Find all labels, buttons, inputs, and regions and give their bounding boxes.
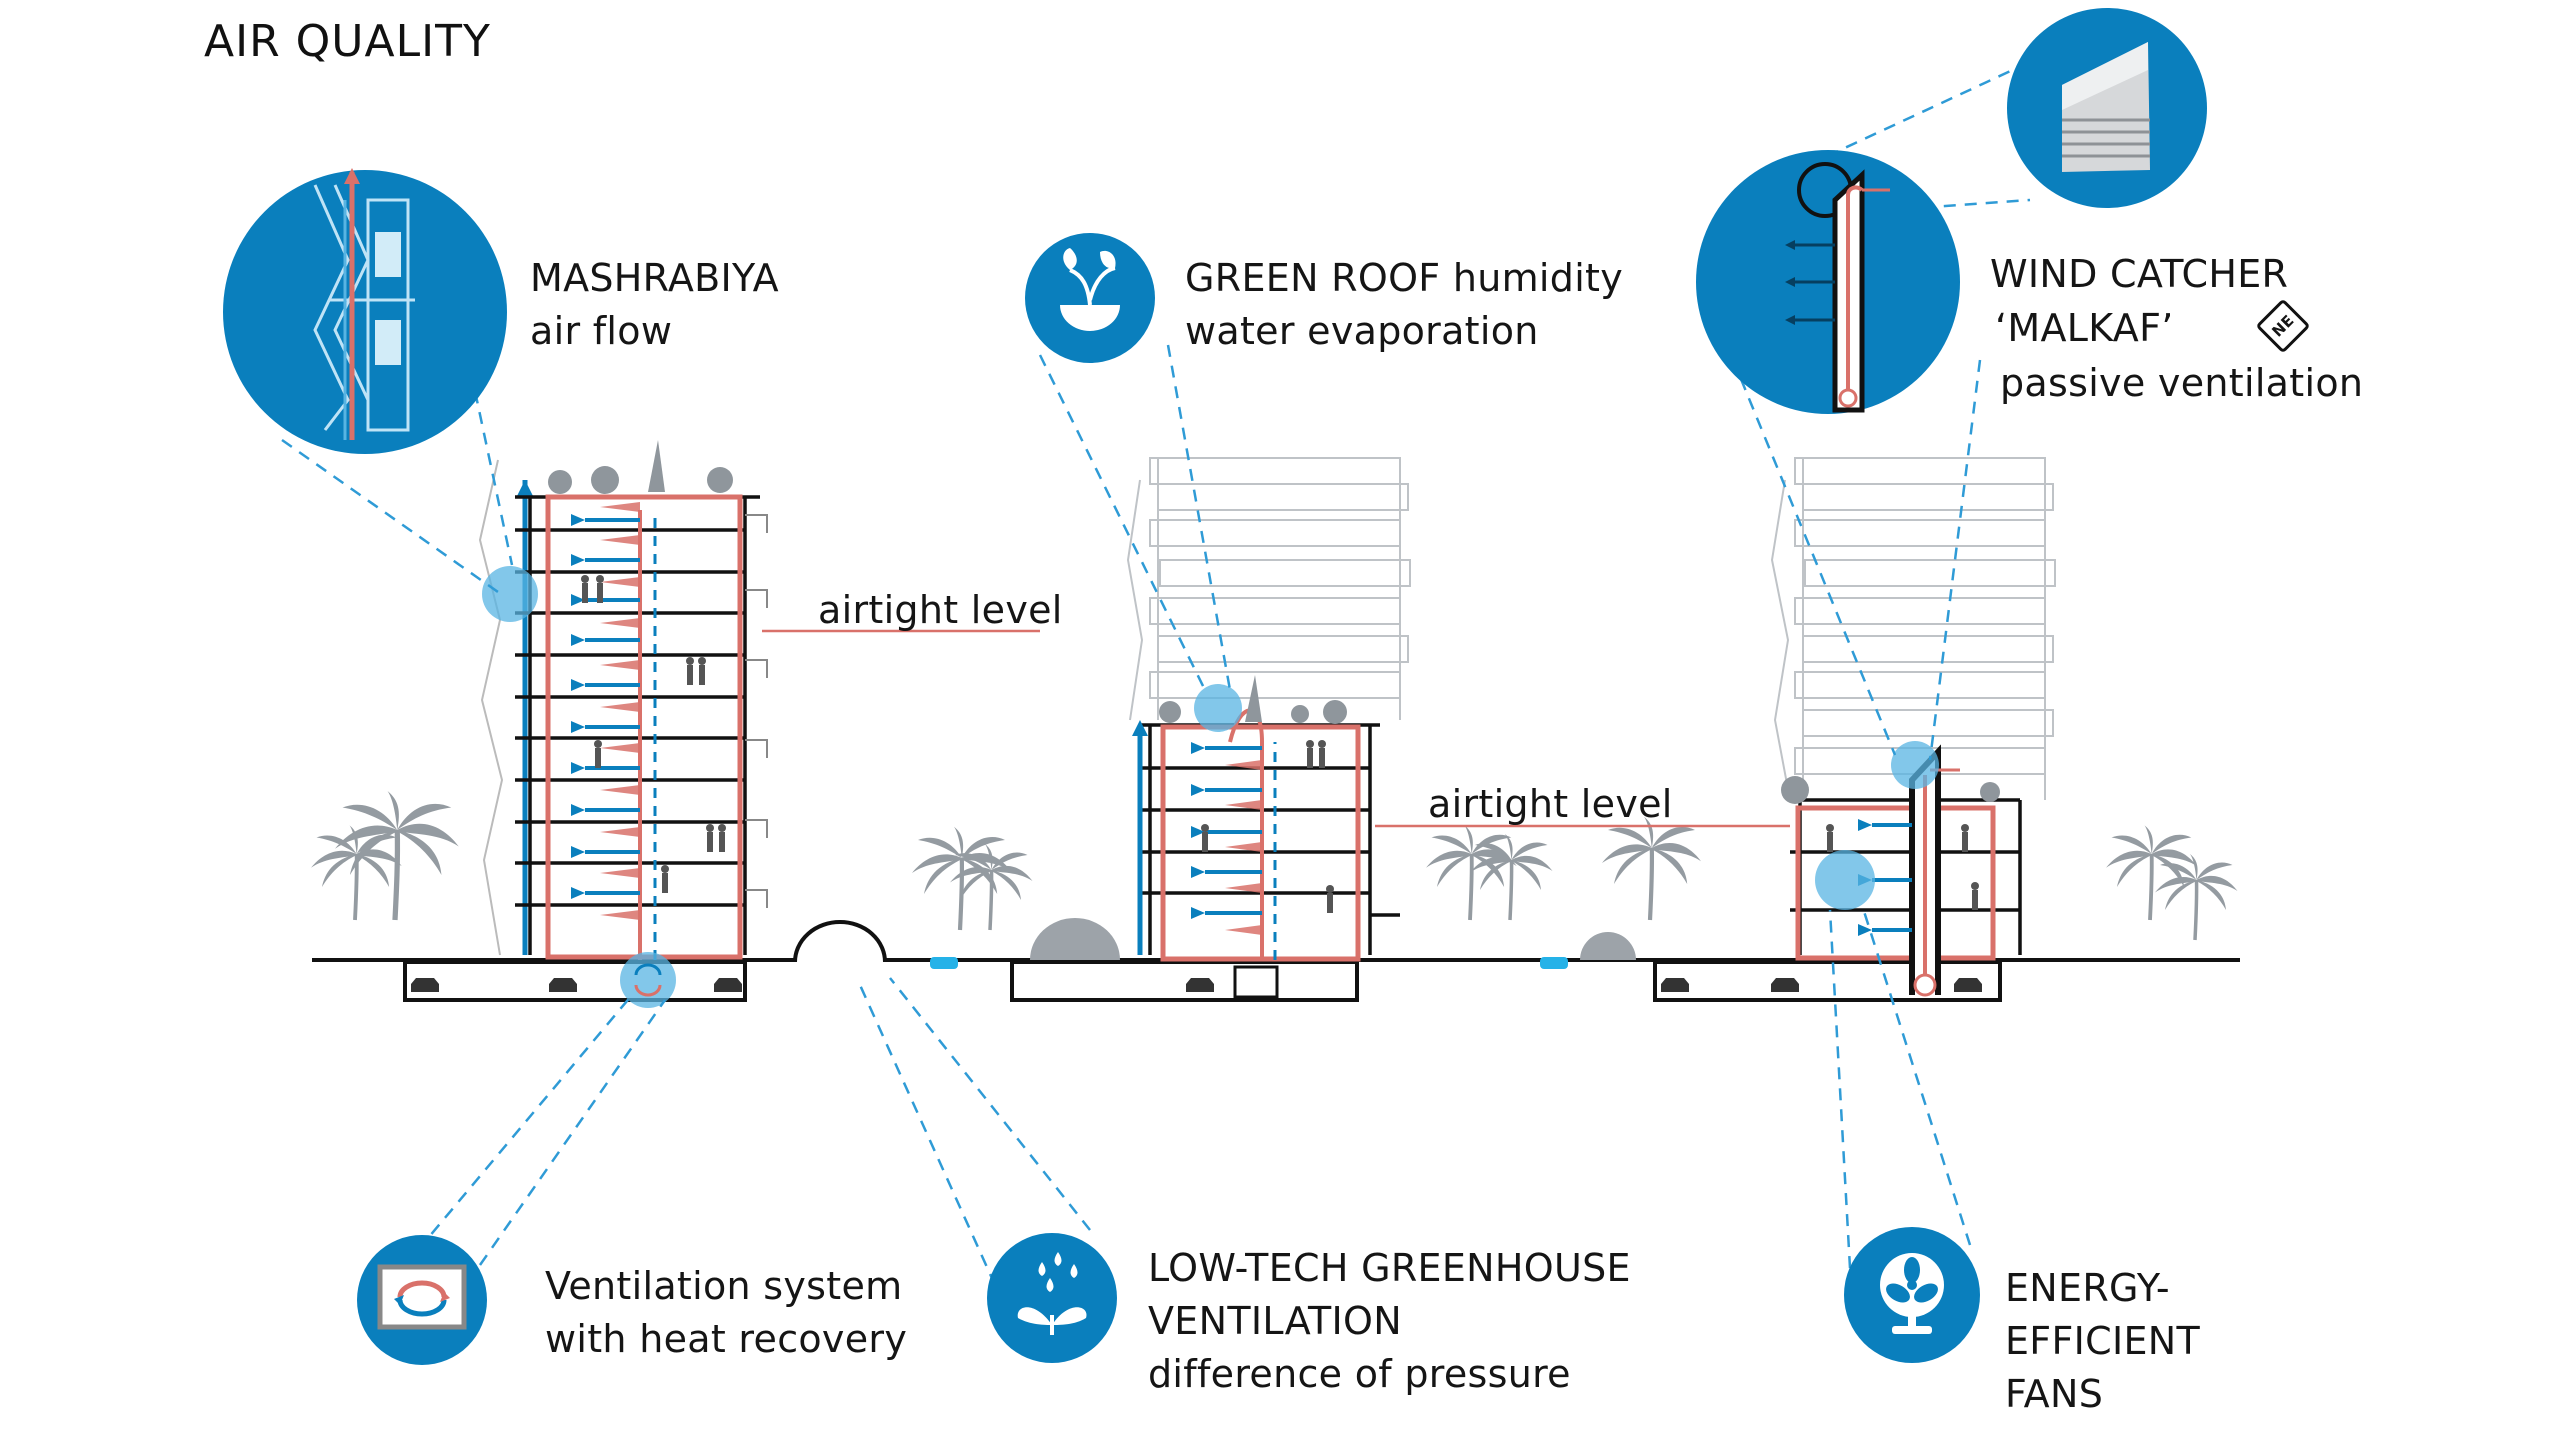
greenhouse-title-2: VENTILATION xyxy=(1148,1299,1402,1343)
fan-icon xyxy=(1844,1227,1980,1363)
green-roof-subtitle: water evaporation xyxy=(1185,309,1539,353)
basement-3 xyxy=(1653,960,2002,1002)
fans-title-1: ENERGY- xyxy=(2005,1266,2170,1310)
fans-title-3: FANS xyxy=(2005,1372,2104,1416)
heat-recovery-icon xyxy=(357,1235,487,1365)
wind-catcher-tower-icon xyxy=(2007,8,2207,208)
greenhouse-subtitle: difference of pressure xyxy=(1148,1352,1571,1396)
wind-catcher-detail-icon xyxy=(1696,150,1960,414)
greenhouse-dome xyxy=(793,920,1568,969)
wind-catcher-name: ‘MALKAF’ xyxy=(1995,306,2174,350)
north-east-badge xyxy=(2257,300,2309,352)
airtight-level-label-2: airtight level xyxy=(1428,782,1673,826)
ventilation-title: Ventilation system xyxy=(545,1264,903,1308)
leader-lines xyxy=(281,46,2061,1286)
water-drops-plant-icon xyxy=(987,1233,1117,1363)
wind-catcher-title: WIND CATCHER xyxy=(1990,252,2289,296)
plant-bowl-icon xyxy=(1025,233,1155,363)
shrubs xyxy=(1030,918,1636,960)
greenhouse-title: LOW-TECH GREENHOUSE xyxy=(1148,1246,1631,1290)
mashrabiya-title: MASHRABIYA xyxy=(530,256,779,300)
wind-catcher-subtitle: passive ventilation xyxy=(2000,361,2364,405)
green-roof-title: GREEN ROOF humidity xyxy=(1185,256,1624,300)
basement-1 xyxy=(403,960,747,1002)
basement-2 xyxy=(1010,960,1359,1002)
mashrabiya-subtitle: air flow xyxy=(530,309,673,353)
building-1 xyxy=(478,440,768,1008)
building-3 xyxy=(1770,457,2056,997)
page-title: AIR QUALITY xyxy=(204,16,491,67)
airtight-leaders xyxy=(762,629,1790,828)
building-2 xyxy=(1126,457,1411,962)
mashrabiya-detail-icon xyxy=(223,168,507,454)
fans-title-2: EFFICIENT xyxy=(2005,1319,2201,1363)
ventilation-subtitle: with heat recovery xyxy=(545,1317,908,1361)
airtight-level-label-1: airtight level xyxy=(818,588,1063,632)
